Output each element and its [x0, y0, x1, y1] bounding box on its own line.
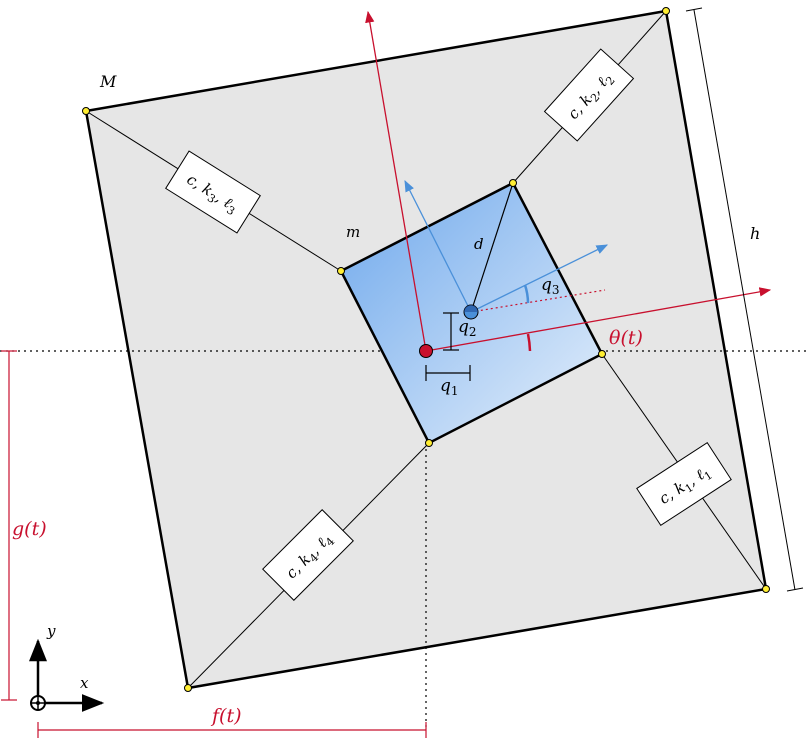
q2-label: q2: [458, 317, 477, 339]
spring-box-2: c, k2, ℓ2: [543, 48, 635, 142]
q3-label: q3: [541, 275, 560, 297]
red-axis-right: [425, 287, 772, 352]
f-dimension: [37, 722, 427, 738]
height-dimension: [685, 7, 804, 592]
coordinate-axes: [29, 638, 105, 712]
theta-label: θ(t): [609, 327, 643, 349]
q-brackets: [425, 312, 471, 381]
arm-d: [470, 182, 514, 313]
blue-axis-up: [404, 179, 472, 313]
svg-text:c, k3, ℓ3: c, k3, ℓ3: [182, 170, 241, 218]
outer-mass-label: M: [99, 72, 117, 91]
corner-nodes: [82, 7, 770, 692]
inner-mass-label: m: [346, 223, 360, 241]
q1-subscript: 1: [451, 384, 459, 398]
axis-x-label: x: [80, 674, 89, 692]
axis-y-label: y: [46, 622, 56, 640]
theta-arc: [526, 333, 532, 352]
q3-arc: [523, 284, 530, 304]
spring-box-3: c, k3, ℓ3: [165, 150, 261, 234]
arm-length-label: d: [474, 235, 484, 253]
q1-symbol: q: [440, 376, 451, 396]
q1-label: q1: [440, 376, 459, 398]
pendulum-marker: [464, 305, 478, 312]
height-label: h: [750, 224, 760, 243]
q2-subscript: 2: [469, 325, 477, 339]
g-dimension: [1, 350, 17, 701]
spring-box-1: c, k1, ℓ1: [636, 441, 732, 527]
red-axis-up: [365, 10, 427, 352]
q2-symbol: q: [458, 317, 469, 337]
q3-subscript: 3: [552, 283, 560, 297]
g-function-label: g(t): [12, 518, 47, 540]
blue-axis-right: [470, 244, 609, 313]
spring-box-4: c, k4, ℓ4: [262, 509, 354, 601]
q3-symbol: q: [541, 275, 552, 295]
body-center: [419, 344, 433, 358]
f-function-label: f(t): [210, 705, 242, 727]
